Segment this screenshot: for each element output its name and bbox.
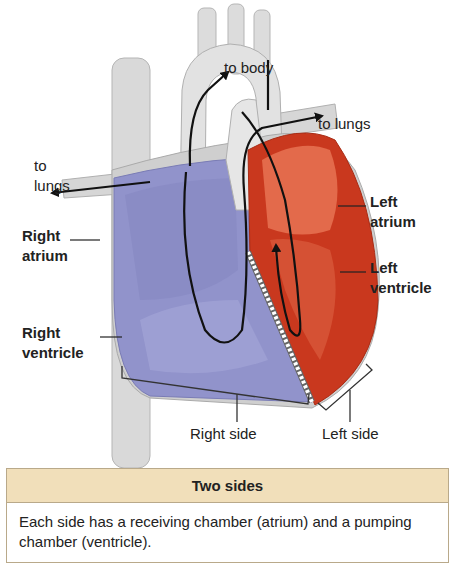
septum <box>248 252 312 402</box>
leader-line <box>340 271 366 272</box>
bracket <box>236 394 237 422</box>
part-label: to lungs <box>318 114 408 134</box>
part-label: to body <box>224 58 314 78</box>
bracket <box>318 364 372 410</box>
septum <box>248 252 312 402</box>
info-box: Two sidesEach side has a receiving chamb… <box>6 468 449 563</box>
part-label: to lungs <box>34 156 78 196</box>
leader-line <box>100 336 122 337</box>
bracket <box>122 366 309 404</box>
part-label: Right ventricle <box>22 323 100 363</box>
leader-line <box>70 239 100 240</box>
part-label: Left side <box>322 424 422 444</box>
leader-line <box>338 205 366 206</box>
part-label: Right atrium <box>22 226 78 266</box>
box-heading: Two sides <box>7 469 448 503</box>
bracket <box>349 390 350 422</box>
box-body: Each side has a receiving chamber (atriu… <box>7 503 448 562</box>
part-label: Left ventricle <box>370 258 450 298</box>
flow-arrow <box>184 116 322 343</box>
flow-arrow <box>190 72 228 166</box>
part-label: Left atrium <box>370 192 434 232</box>
left-atrium <box>262 146 338 235</box>
left-side <box>248 133 378 405</box>
part-label: Right side <box>190 424 290 444</box>
flow-arrow <box>242 112 300 336</box>
left-ventricle <box>270 239 336 360</box>
right-atrium <box>125 178 238 300</box>
right-ventricle <box>140 300 268 373</box>
